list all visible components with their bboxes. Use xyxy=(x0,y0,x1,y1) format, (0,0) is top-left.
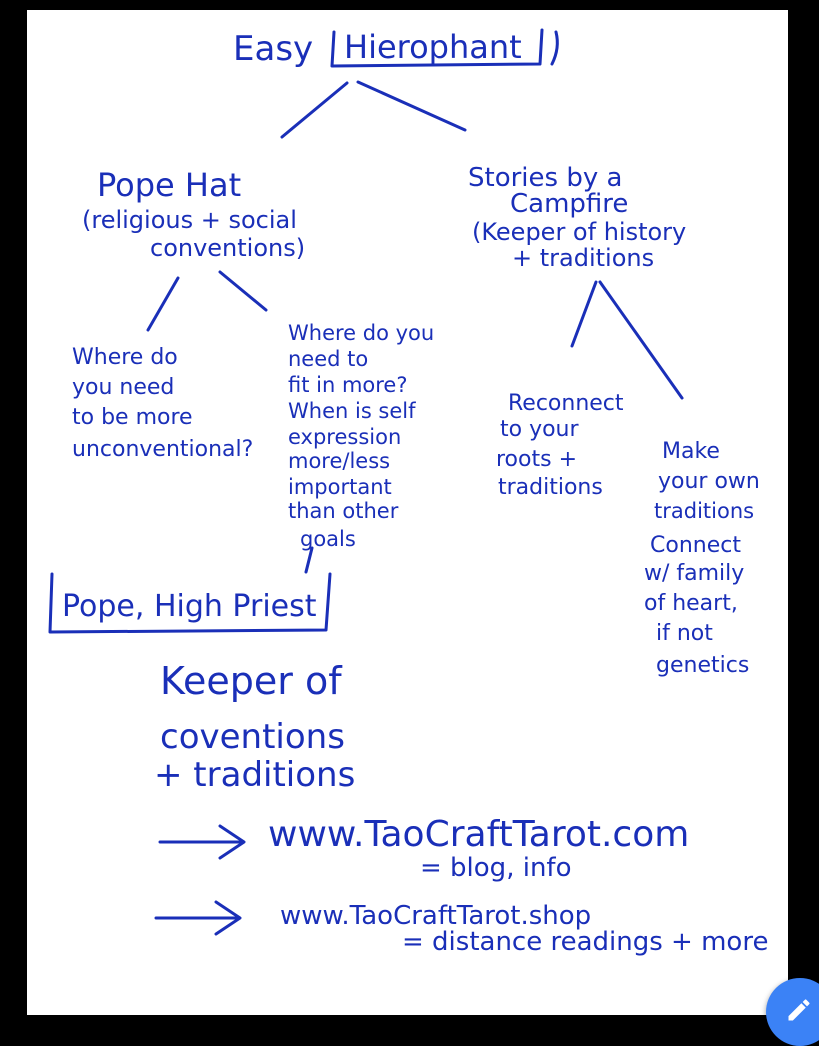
left-child-2-line-2: need to xyxy=(288,347,368,371)
left-child-1: Where do you need to be more unconventio… xyxy=(72,345,253,462)
right-heading-3: (Keeper of history xyxy=(472,218,686,246)
keeper-line-1: Keeper of xyxy=(160,659,343,703)
keyword-box xyxy=(48,572,332,634)
title-box xyxy=(330,28,544,68)
right-child-1-line-3: roots + xyxy=(496,447,577,472)
left-child-1-line-3: to be more xyxy=(72,405,193,430)
right-child-2-line-7: if not xyxy=(656,621,713,646)
right-child-2-line-4: Connect xyxy=(650,533,741,558)
left-child-2-line-1: Where do you xyxy=(288,321,434,345)
link-1-url[interactable]: www.TaoCraftTarot.com xyxy=(268,814,689,855)
left-child-2-line-7: important xyxy=(288,475,392,499)
left-sub-2: conventions) xyxy=(150,234,305,262)
title-box-mark xyxy=(550,30,559,66)
left-child-2-line-4: When is self xyxy=(288,399,416,423)
left-child-2-line-3: fit in more? xyxy=(288,373,408,397)
left-child-1-line-4: unconventional? xyxy=(72,437,253,462)
right-child-2-line-3: traditions xyxy=(654,499,754,523)
keeper-line-2: coventions xyxy=(160,717,345,757)
left-sub-1: (religious + social xyxy=(82,206,297,234)
right-child-2-line-2: your own xyxy=(658,469,760,494)
right-child-2-line-5: w/ family xyxy=(644,561,744,586)
left-child-2-line-5: expression xyxy=(288,425,401,449)
left-child-1-line-1: Where do xyxy=(72,345,178,370)
right-child-2-line-1: Make xyxy=(662,439,720,464)
right-heading-2: Campfire xyxy=(510,189,628,219)
link-2-note: = distance readings + more xyxy=(402,927,768,957)
right-child-1-line-2: to your xyxy=(500,417,580,442)
keeper-line-3: + traditions xyxy=(154,755,355,795)
right-heading-1: Stories by a xyxy=(468,163,622,193)
left-heading: Pope Hat xyxy=(97,166,241,204)
title-prefix: Easy xyxy=(233,29,313,69)
connector-line xyxy=(304,546,314,574)
edit-fab-button[interactable] xyxy=(766,978,819,1046)
link-2-url[interactable]: www.TaoCraftTarot.shop xyxy=(280,901,591,931)
arrow-right-icon xyxy=(158,824,246,860)
link-1-note: = blog, info xyxy=(420,853,571,883)
keyword-box-text: Pope, High Priest xyxy=(62,589,317,624)
branch-line-left xyxy=(280,81,349,139)
pencil-icon xyxy=(788,999,810,1021)
right-child-2-line-8: genetics xyxy=(656,653,749,678)
title-boxed: Hierophant xyxy=(344,28,522,66)
arrow-right-icon xyxy=(154,900,242,936)
left-child-2-line-6: more/less xyxy=(288,449,390,473)
right-child-2-line-6: of heart, xyxy=(644,591,738,616)
left-child-2-line-8: than other xyxy=(288,499,399,523)
right-child-1-line-1: Reconnect xyxy=(508,391,624,416)
right-child-line-2 xyxy=(598,280,684,400)
right-heading-4: + traditions xyxy=(512,244,654,272)
right-child-1-line-4: traditions xyxy=(498,475,603,500)
branch-line-right xyxy=(356,80,467,132)
right-child-2: Make your own traditions Connect w/ fami… xyxy=(644,439,760,678)
left-child-line-1 xyxy=(146,276,180,332)
right-child-line-1 xyxy=(570,280,598,348)
image-viewer: Easy Hierophant Pope Hat (religious + so… xyxy=(27,10,819,1046)
left-child-2-line-9: goals xyxy=(300,527,356,551)
whiteboard-photo xyxy=(27,10,788,1015)
mind-map: Easy Hierophant Pope Hat (religious + so… xyxy=(48,28,768,957)
right-child-1: Reconnect to your roots + traditions xyxy=(496,391,624,500)
left-child-1-line-2: you need xyxy=(72,375,174,400)
left-child-line-2 xyxy=(218,270,268,312)
left-child-2: Where do you need to fit in more? When i… xyxy=(288,321,434,551)
